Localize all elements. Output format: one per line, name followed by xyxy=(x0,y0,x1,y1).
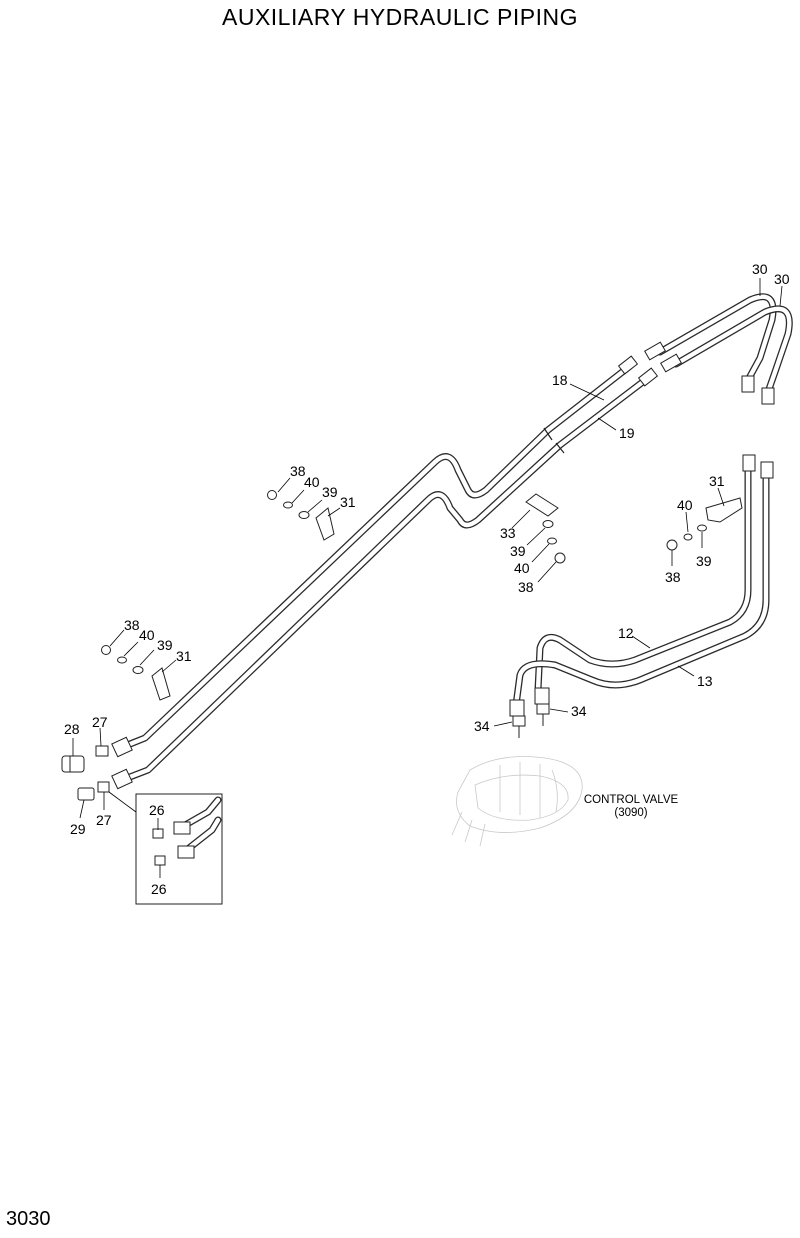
page-title: AUXILIARY HYDRAULIC PIPING xyxy=(222,4,578,30)
pipe-18 xyxy=(116,362,634,752)
callout-26-lower: 26 xyxy=(151,881,167,897)
part-27-nipple-lower xyxy=(97,781,110,793)
part-29-plug xyxy=(77,787,95,801)
callout-40-upper-left: 40 xyxy=(304,474,320,490)
callout-39-upper-left: 39 xyxy=(322,484,338,500)
callout-31-lower-left: 31 xyxy=(176,648,192,664)
callout-40-lower-left: 40 xyxy=(139,627,155,643)
callout-40-right: 40 xyxy=(677,497,693,513)
control-valve-outline xyxy=(451,756,583,847)
callout-31-upper-left: 31 xyxy=(340,494,356,510)
leader-lines xyxy=(72,278,783,878)
callout-33: 33 xyxy=(500,525,516,541)
callout-labels: 30 30 18 19 38 40 39 31 33 39 40 38 31 4… xyxy=(64,261,790,897)
pipe-fittings xyxy=(111,341,775,790)
pipe-30-a xyxy=(656,293,777,384)
pipe-30-b xyxy=(672,305,793,396)
pipe-18-19-breaks xyxy=(543,427,565,454)
page-number: 3030 xyxy=(6,1208,51,1230)
clamp-31-right xyxy=(666,497,743,551)
callout-30-right: 30 xyxy=(774,271,790,287)
callout-31-right: 31 xyxy=(709,473,725,489)
callout-30-left: 30 xyxy=(752,261,768,277)
pipe-12 xyxy=(534,466,752,694)
part-28-coupler xyxy=(61,755,85,773)
pipe-19 xyxy=(118,374,652,784)
fitting-34-left xyxy=(512,715,526,738)
fitting-34-right xyxy=(536,703,550,726)
callout-28: 28 xyxy=(64,721,80,737)
clamp-31-upper-left xyxy=(267,490,335,541)
callout-34-right: 34 xyxy=(571,703,587,719)
pipe-13 xyxy=(512,474,770,709)
callout-12: 12 xyxy=(618,625,634,641)
callout-13: 13 xyxy=(697,673,713,689)
clamp-33-center xyxy=(525,493,566,564)
clamp-31-lower-left xyxy=(101,645,171,701)
callout-27-lower: 27 xyxy=(96,812,112,828)
callout-39-lower-left: 39 xyxy=(157,637,173,653)
callout-38-right: 38 xyxy=(665,569,681,585)
callout-18: 18 xyxy=(552,372,568,388)
callout-38-lower-left: 38 xyxy=(124,617,140,633)
callout-39-center: 39 xyxy=(510,543,526,559)
callout-27-upper: 27 xyxy=(92,714,108,730)
callout-39-right: 39 xyxy=(696,553,712,569)
callout-34-left: 34 xyxy=(474,718,490,734)
control-valve-ref: (3090) xyxy=(614,807,647,819)
callout-29: 29 xyxy=(70,821,86,837)
callout-38-center: 38 xyxy=(518,579,534,595)
callout-19: 19 xyxy=(619,425,635,441)
control-valve-label: CONTROL VALVE xyxy=(584,794,679,806)
callout-40-center: 40 xyxy=(514,560,530,576)
callout-26-upper: 26 xyxy=(149,802,165,818)
callout-38-upper-left: 38 xyxy=(290,463,306,479)
part-27-nipple-upper xyxy=(95,745,109,757)
detail-inset xyxy=(135,793,223,905)
